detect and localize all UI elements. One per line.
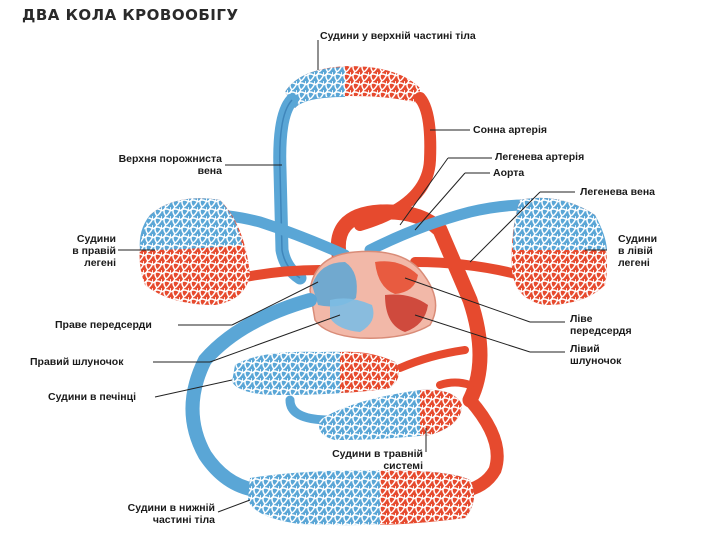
pulmonary-vein-right (235, 265, 325, 283)
upper-body-capillaries (285, 66, 420, 108)
pulmonary-vein-left (410, 257, 525, 280)
label-lower-body-line2: частині тіла (152, 514, 215, 526)
right-ventricle (330, 298, 374, 332)
label-left-atrium-line2: передсердя (570, 325, 632, 337)
label-left-lung-line3: легені (618, 257, 650, 269)
label-left-ventricle: Лівий шлуночок (570, 343, 621, 367)
mesenteric-artery (436, 378, 474, 389)
pulmonary-artery-left (364, 199, 531, 256)
leader-lines (118, 40, 607, 513)
label-left-ventricle-line2: шлуночок (570, 355, 622, 367)
heart (309, 250, 437, 339)
label-digestive-vessels: Судини в травній системі (305, 448, 423, 472)
label-right-lung-line3: легені (84, 257, 116, 269)
label-left-lung-line1: Судини (618, 233, 658, 245)
label-superior-vena-cava-line2: вена (197, 165, 222, 177)
right-atrium (312, 262, 357, 307)
label-right-atrium: Праве передсерди (55, 319, 152, 331)
label-upper-body-vessels: Судини у верхній частині тіла (320, 30, 476, 42)
label-lower-body-vessels: Судини в нижній частині тіла (100, 502, 215, 526)
label-right-lung-line2: в правій (72, 245, 116, 257)
lower-body-capillaries (248, 470, 474, 526)
left-lung-capillaries (511, 197, 608, 305)
descending-aorta (453, 393, 504, 499)
label-right-lung: Судини в правій легені (40, 233, 116, 269)
label-liver-vessels: Судини в печінці (48, 391, 137, 403)
label-left-lung-line2: в лівій (618, 245, 653, 257)
label-right-lung-line1: Судини (76, 233, 116, 245)
left-atrium (375, 261, 418, 294)
page-title: ДВА КОЛА КРОВООБІГУ (22, 6, 239, 24)
label-left-lung: Судини в лівій легені (618, 233, 657, 269)
label-right-ventricle: Правий шлуночок (30, 356, 124, 368)
label-digestive-line1: Судини в травній (332, 448, 423, 460)
aortic-arch (330, 204, 488, 408)
label-superior-vena-cava: Верхня порожниста вена (70, 153, 222, 177)
label-aorta: Аорта (493, 167, 525, 179)
label-pulmonary-artery: Легенева артерія (495, 151, 585, 163)
inferior-vena-cava (185, 293, 317, 497)
right-lung-capillaries (139, 198, 250, 305)
hepatic-artery (396, 346, 469, 372)
portal-vein (285, 395, 335, 425)
digestive-capillaries (319, 389, 462, 440)
label-left-ventricle-line1: Лівий (570, 343, 600, 355)
label-lower-body-line1: Судини в нижній (127, 502, 215, 514)
label-superior-vena-cava-line1: Верхня порожниста (118, 153, 222, 165)
label-carotid-artery: Сонна артерія (473, 124, 547, 136)
left-ventricle (385, 294, 428, 332)
label-digestive-line2: системі (383, 460, 423, 472)
label-pulmonary-vein: Легенева вена (580, 186, 656, 198)
label-left-atrium-line1: Ліве (570, 313, 593, 325)
liver-capillaries (232, 351, 399, 395)
label-left-atrium: Ліве передсердя (570, 313, 632, 337)
